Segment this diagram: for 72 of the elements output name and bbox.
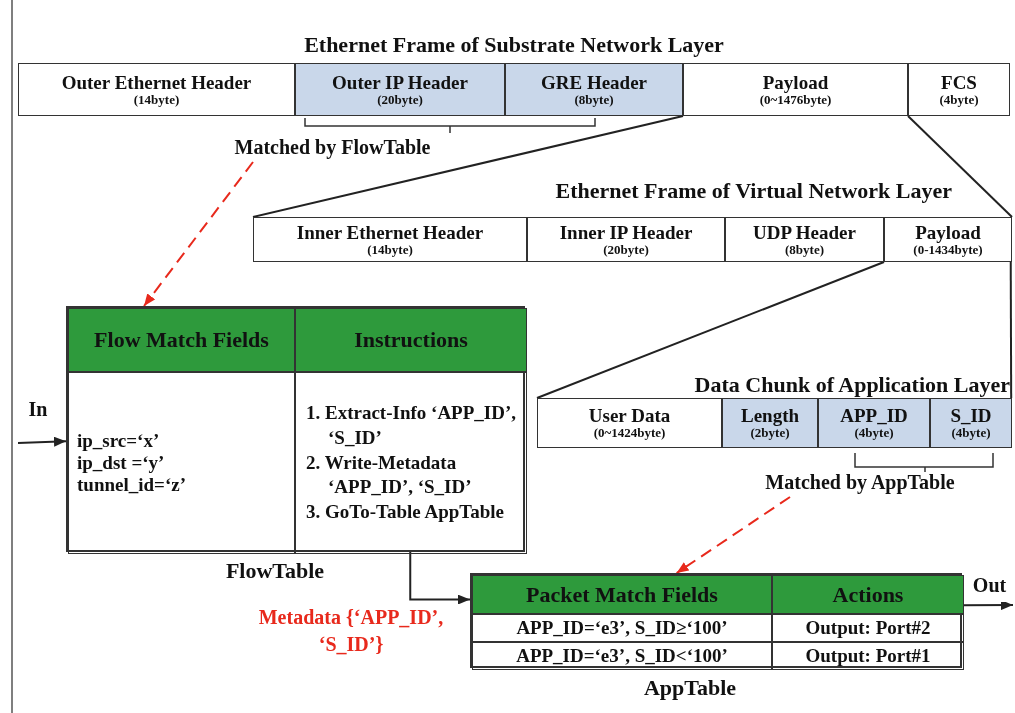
field-name: Outer Ethernet Header (61, 72, 252, 93)
field-size: (8byte) (574, 92, 614, 107)
cell-text: ip_dst =‘y’ (77, 452, 166, 474)
connector-line (536, 261, 885, 399)
frame-field (683, 63, 908, 116)
frame-title: Data Chunk of Application Layer (694, 372, 1010, 398)
frame-title: Ethernet Frame of Virtual Network Layer (555, 178, 952, 204)
frame-field (884, 217, 1012, 262)
field-name: APP_ID (840, 406, 908, 427)
field-name: Outer IP Header (332, 72, 468, 93)
instruction-text: 2. Write-Metadata ‘APP_ID’, ‘S_ID’ (306, 450, 473, 500)
arrow (675, 496, 791, 574)
annotation-text: Matched by AppTable (735, 471, 985, 497)
field-size: (4byte) (939, 92, 979, 107)
table-cell (68, 372, 295, 554)
field-name: Payload (762, 72, 829, 93)
connector-line (1009, 261, 1013, 399)
arrow (17, 436, 67, 447)
field-size: (20byte) (377, 92, 423, 107)
connector-line (907, 115, 1013, 218)
field-size: (14byte) (133, 92, 180, 107)
field-size: (2byte) (750, 426, 790, 440)
table-caption: FlowTable (224, 558, 326, 585)
field-size: (8byte) (785, 242, 824, 257)
cell-text: ip_src=‘x’ (77, 430, 161, 452)
frame-field (818, 398, 930, 448)
annotation-text: Matched by FlowTable (200, 136, 465, 162)
field-name: User Data (588, 406, 671, 427)
frame-title: Ethernet Frame of Substrate Network Layer (303, 32, 725, 58)
table-cell (295, 372, 527, 554)
table-cell: Output: Port#1 (772, 642, 964, 670)
frame-field (18, 63, 295, 116)
field-name: GRE Header (540, 72, 648, 93)
frame-field (725, 217, 884, 262)
instruction-text: 1. Extract-Info ‘APP_ID’, ‘S_ID’ (306, 401, 517, 450)
field-size: (0~1424byte) (593, 426, 666, 440)
field-name: S_ID (950, 406, 992, 427)
frame-field (253, 217, 527, 262)
field-name: Length (740, 406, 800, 427)
cell-text: tunnel_id=‘z’ (77, 474, 187, 496)
field-size: (4byte) (951, 426, 991, 440)
field-size: (14byte) (367, 242, 413, 257)
table-cell: Output: Port#2 (772, 614, 964, 642)
field-size: (20byte) (603, 242, 649, 257)
table-header-cell: Instructions (295, 308, 527, 372)
field-name: Inner IP Header (559, 222, 693, 243)
frame-field (537, 398, 722, 448)
field-size: (0~1476byte) (759, 92, 832, 107)
table-frame (66, 306, 525, 552)
arrow (409, 551, 471, 605)
table-cell: APP_ID=‘e3’, S_ID<‘100’ (472, 642, 772, 670)
field-size: (0-1434byte) (913, 242, 983, 257)
table-header-cell: Flow Match Fields (68, 308, 295, 372)
frame-field (295, 63, 505, 116)
frame-field (505, 63, 683, 116)
frame-field (722, 398, 818, 448)
table-header-cell: Actions (772, 575, 964, 614)
field-size: (4byte) (854, 426, 894, 440)
connector-line (252, 115, 684, 218)
arrow (143, 161, 254, 307)
field-name: UDP Header (753, 222, 856, 243)
field-name: FCS (941, 72, 977, 93)
frame-field (930, 398, 1012, 448)
table-frame (470, 573, 962, 668)
field-name: Inner Ethernet Header (296, 222, 484, 243)
table-caption: AppTable (642, 675, 738, 702)
frame-field (908, 63, 1010, 116)
instruction-text: 3. GoTo-Table AppTable (306, 500, 505, 525)
field-name: Payload (915, 222, 981, 243)
frame-field (527, 217, 725, 262)
table-cell: APP_ID=‘e3’, S_ID≥‘100’ (472, 614, 772, 642)
table-header-cell: Packet Match Fields (472, 575, 772, 614)
